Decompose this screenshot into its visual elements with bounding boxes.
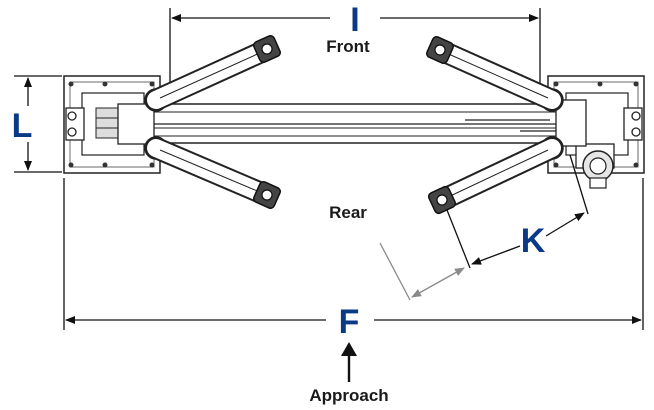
dimension-f: F (63, 178, 644, 341)
front-label: Front (326, 37, 370, 56)
dimension-l-label: L (12, 107, 33, 145)
overhead-beam (117, 99, 587, 147)
dimension-f-label: F (339, 303, 360, 341)
approach-arrow (341, 342, 357, 382)
lift-arm-rear-right (427, 137, 563, 215)
left-post-base (63, 75, 161, 174)
dimension-l: L (12, 75, 62, 173)
lift-arm-front-right (426, 36, 563, 111)
dimension-i-label: I (350, 1, 359, 39)
dimension-i: I (169, 1, 541, 92)
lift-arm-front-left (145, 35, 281, 111)
lift-arm-rear-left (145, 137, 281, 209)
dimension-k: K (379, 154, 589, 301)
dimension-k-label: K (521, 222, 546, 260)
rear-label: Rear (329, 203, 367, 222)
approach-label: Approach (309, 386, 388, 405)
